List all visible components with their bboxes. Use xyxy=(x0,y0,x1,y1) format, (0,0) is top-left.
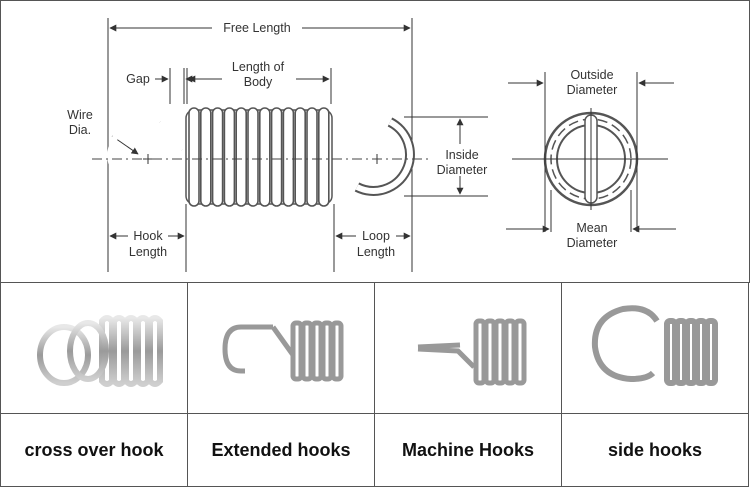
spring-coil xyxy=(294,107,307,207)
spring-coil xyxy=(188,107,200,207)
side-hook-caption: side hooks xyxy=(561,413,749,487)
spring-coil xyxy=(306,107,318,207)
loop-length-label-line2: Length xyxy=(357,245,395,259)
inside-diameter-dimension: Inside Diameter xyxy=(404,116,488,197)
spring-coil xyxy=(258,107,271,207)
spring-coil xyxy=(223,107,236,207)
hook-length-label-line2: Length xyxy=(129,245,167,259)
machine-hook-illustration xyxy=(417,318,527,385)
spring-coil xyxy=(270,107,283,207)
extended-hook-image-cell xyxy=(187,282,375,414)
spring-coil xyxy=(247,107,259,207)
inside-diameter-label-line1: Inside xyxy=(445,148,478,162)
spring-end-view xyxy=(512,108,668,210)
hook-length-dimension: Hook Length xyxy=(109,204,187,272)
outside-diameter-dimension: Outside Diameter xyxy=(508,68,674,232)
left-hook-loop xyxy=(107,116,186,195)
gap-dimension: Gap xyxy=(126,68,200,104)
hook-length-label-line1: Hook xyxy=(133,229,163,243)
wire-diameter-callout: Wire Dia. xyxy=(67,108,139,155)
spring-coil xyxy=(317,107,330,207)
mean-diameter-label-line2: Diameter xyxy=(567,236,618,250)
extended-hook-caption: Extended hooks xyxy=(187,413,375,487)
side-hook-illustration xyxy=(591,304,718,386)
wire-dia-label-line2: Dia. xyxy=(69,123,91,137)
mean-diameter-label-line1: Mean xyxy=(576,221,607,235)
spring-coils xyxy=(188,107,330,207)
body-length-dimension: Length of Body xyxy=(186,60,332,104)
spring-coil xyxy=(211,107,224,207)
extension-spring-diagram: Free Length Gap Length of Body Wire Dia. xyxy=(0,0,750,283)
cross-over-hook-caption: cross over hook xyxy=(0,413,188,487)
spring-coil xyxy=(235,107,247,207)
spring-coil xyxy=(282,107,295,207)
right-loop xyxy=(354,117,415,196)
cross-over-hook-image-cell xyxy=(0,282,188,414)
free-length-label: Free Length xyxy=(223,21,290,35)
spring-coil xyxy=(200,107,212,207)
body-length-label-line2: Body xyxy=(244,75,273,89)
free-length-dimension: Free Length xyxy=(107,18,413,272)
machine-hook-image-cell xyxy=(374,282,562,414)
loop-length-label-line1: Loop xyxy=(362,229,390,243)
hook-types-table: cross over hook Extended hooks Machine H… xyxy=(0,282,749,487)
gap-label: Gap xyxy=(126,72,150,86)
extended-hook-illustration xyxy=(222,320,344,381)
mean-diameter-dimension: Mean Diameter xyxy=(506,190,676,250)
cross-over-hook-illustration xyxy=(37,314,163,387)
outside-diameter-label-line1: Outside xyxy=(570,68,613,82)
wire-dia-label-line1: Wire xyxy=(67,108,93,122)
outside-diameter-label-line2: Diameter xyxy=(567,83,618,97)
inside-diameter-label-line2: Diameter xyxy=(437,163,488,177)
side-hook-image-cell xyxy=(561,282,749,414)
loop-length-dimension: Loop Length xyxy=(333,204,411,272)
body-length-label-line1: Length of xyxy=(232,60,285,74)
machine-hook-caption: Machine Hooks xyxy=(374,413,562,487)
